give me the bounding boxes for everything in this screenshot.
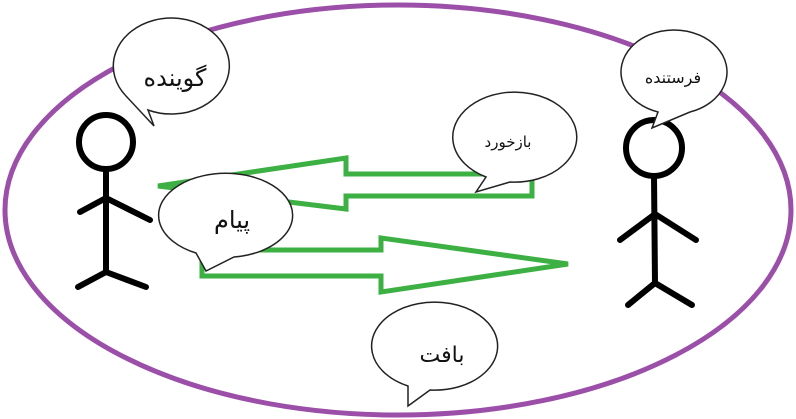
feedback-label: بازخورد (485, 133, 532, 151)
sender-left-leg (625, 280, 658, 308)
speaker-head (76, 112, 136, 172)
speaker-bubble-shape (112, 17, 231, 127)
message-label: پیام (214, 206, 250, 234)
feedback-bubble: بازخورد (452, 91, 578, 194)
context-bubble: بافت (370, 301, 499, 408)
speaker-bubble: گوینده (112, 17, 231, 127)
sender-left-arm (617, 211, 658, 243)
sender-bubble: فرستنده (620, 29, 728, 130)
context-bubble-shape (370, 301, 499, 408)
feedback-bubble-shape (452, 91, 578, 194)
sender-right-arm (652, 211, 699, 243)
sender-right-leg (652, 280, 695, 308)
sender-figure (617, 117, 699, 308)
speaker-right-leg (103, 269, 149, 290)
sender-bubble-shape (620, 29, 728, 130)
message-bubble: پیام (157, 172, 294, 272)
sender-body (651, 173, 658, 286)
message-bubble-shape (157, 172, 294, 272)
speaker-right-arm (103, 195, 153, 223)
speaker-label: گوینده (144, 64, 207, 92)
sender-label: فرستنده (645, 68, 701, 88)
feedback-arrow (157, 155, 535, 212)
speaker-left-arm (77, 195, 109, 215)
speaker-left-leg (75, 269, 109, 290)
speaker-figure (75, 112, 153, 290)
context-label: بافت (420, 343, 465, 368)
message-arrow (199, 235, 569, 295)
sender-head (623, 117, 685, 179)
